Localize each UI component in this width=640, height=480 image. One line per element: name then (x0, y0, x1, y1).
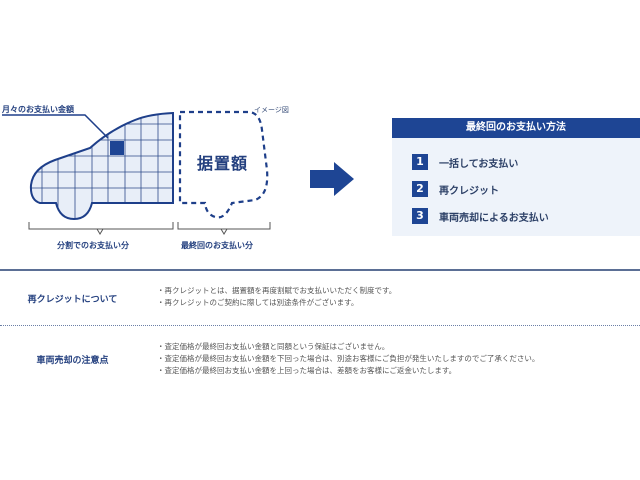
note-line: ・査定価格が最終回お支払い金額と同額という保証はございません。 (157, 342, 390, 351)
number-badge: 3 (412, 208, 428, 224)
method-option-3: 3 車両売却によるお支払い (412, 208, 549, 224)
recredit-notes: ・再クレジットとは、据置額を再度割賦でお支払いいただく制度です。 ・再クレジット… (157, 285, 396, 309)
methods-box-title: 最終回のお支払い方法 (392, 118, 640, 138)
vehicle-sale-section-title: 車両売却の注意点 (36, 356, 109, 366)
method-option-label: 一括してお支払い (439, 158, 519, 170)
note-line: ・再クレジットとは、据置額を再度割賦でお支払いいただく制度です。 (157, 286, 397, 295)
car-illustration-icon (2, 110, 271, 235)
dotted-divider (0, 325, 640, 326)
note-line: ・査定価格が最終回お支払い金額を上回った場合は、差額をお客様にご返金いたします。 (157, 366, 457, 375)
method-option-2: 2 再クレジット (412, 181, 499, 197)
final-portion-label: 最終回のお支払い分 (181, 241, 253, 250)
vehicle-sale-notes: ・査定価格が最終回お支払い金額と同額という保証はございません。 ・査定価格が最終… (157, 341, 539, 377)
number-badge: 2 (412, 181, 428, 197)
section-divider (0, 269, 640, 271)
method-option-label: 再クレジット (439, 185, 499, 197)
monthly-payment-label: 月々のお支払い金額 (2, 105, 74, 114)
final-payment-methods-box: 最終回のお支払い方法 1 一括してお支払い 2 再クレジット 3 車両売却による… (392, 118, 640, 236)
right-arrow-icon (310, 162, 354, 196)
recredit-section-title: 再クレジットについて (27, 295, 118, 305)
note-line: ・査定価格が最終回お支払い金額を下回った場合は、別途お客様にご負担が発生いたしま… (157, 354, 540, 363)
image-note: イメージ図 (254, 106, 289, 114)
note-line: ・再クレジットのご契約に際しては別途条件がございます。 (157, 298, 359, 307)
deferred-amount-label: 据置額 (197, 154, 249, 173)
method-option-1: 1 一括してお支払い (412, 154, 518, 170)
method-option-label: 車両売却によるお支払い (439, 212, 549, 224)
installment-portion-label: 分割でのお支払い分 (57, 241, 129, 250)
number-badge: 1 (412, 154, 428, 170)
